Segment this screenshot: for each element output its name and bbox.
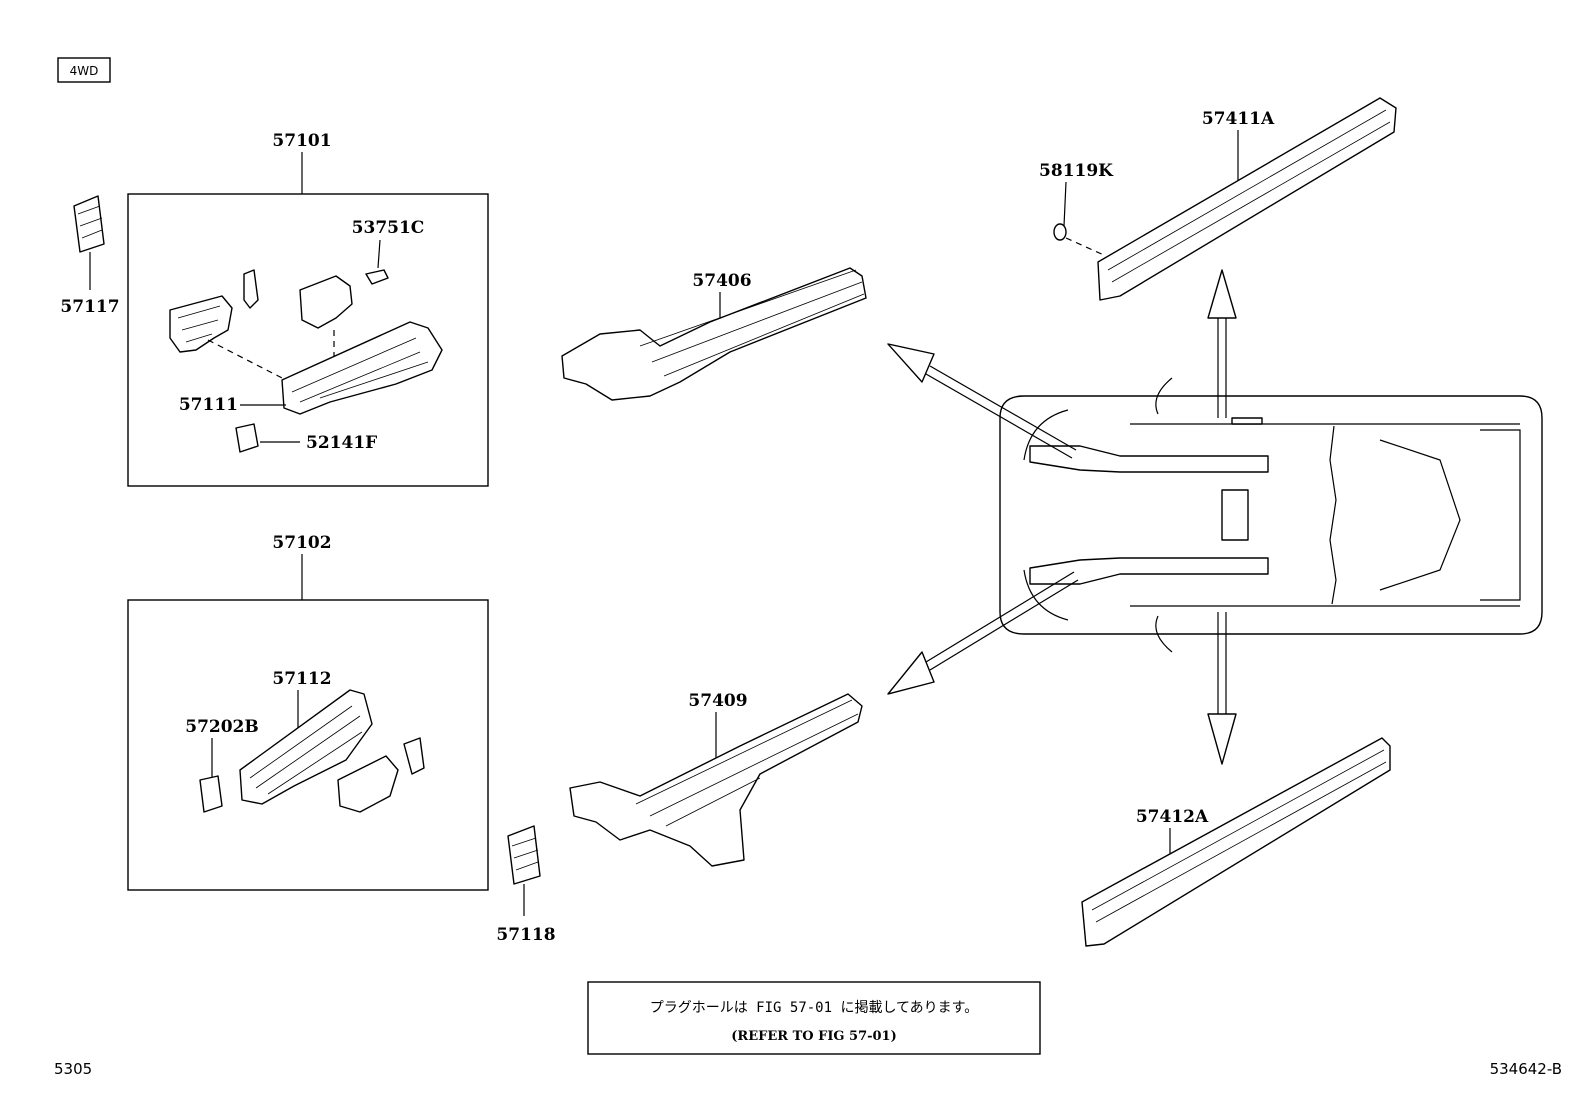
part-upper-bracket[interactable]: [299, 275, 353, 329]
label-52141F[interactable]: 52141F: [306, 433, 377, 453]
group-57412A: 57412A: [1081, 737, 1391, 947]
vehicle-outline: [999, 395, 1543, 635]
label-57406[interactable]: 57406: [692, 271, 751, 291]
vehicle-rail-lower: [1029, 557, 1269, 585]
label-57412A[interactable]: 57412A: [1136, 807, 1209, 827]
label-57101[interactable]: 57101: [272, 131, 331, 151]
note-japanese: プラグホールは FIG 57-01 に掲載してあります。: [650, 1000, 978, 1016]
arrow-lower-left: [887, 651, 935, 695]
reference-note: プラグホールは FIG 57-01 に掲載してあります。 (REFER TO F…: [587, 981, 1041, 1055]
label-57102[interactable]: 57102: [272, 533, 331, 553]
variant-tag-box: [57, 57, 111, 83]
group-57411A: 57411A 58119K: [1039, 97, 1397, 301]
callout-arrows: [887, 269, 1237, 765]
part-57411A[interactable]: [1097, 97, 1397, 301]
part-53751C[interactable]: [365, 269, 389, 285]
label-57202B[interactable]: 57202B: [185, 717, 259, 737]
part-57202B[interactable]: [199, 775, 223, 813]
part-57117[interactable]: [73, 195, 105, 253]
part-57111-member[interactable]: [281, 321, 443, 415]
vehicle-rail-upper: [1029, 445, 1269, 473]
part-52141F[interactable]: [235, 423, 259, 453]
part-small-bracket[interactable]: [243, 269, 259, 309]
group-57117: 57117: [60, 195, 120, 317]
part-57406[interactable]: [561, 267, 867, 401]
label-57117[interactable]: 57117: [60, 297, 119, 317]
group-57406: 57406: [561, 267, 867, 401]
note-box: [587, 981, 1041, 1055]
arrow-down: [1207, 713, 1237, 765]
group-57409: 57409: [569, 691, 863, 867]
part-57112-member[interactable]: [239, 689, 373, 805]
group-57101-box: [127, 193, 489, 487]
part-57412A[interactable]: [1081, 737, 1391, 947]
arrow-up: [1207, 269, 1237, 319]
note-english: (REFER TO FIG 57-01): [731, 1029, 897, 1044]
label-57112[interactable]: 57112: [272, 669, 331, 689]
part-lower-bracket[interactable]: [337, 755, 399, 813]
part-57409[interactable]: [569, 693, 863, 867]
arrow-upper-left: [887, 343, 935, 383]
group-57101: 57101 53751C 57111 52141F: [127, 131, 489, 487]
vehicle-tunnel: [1221, 489, 1249, 541]
label-57409[interactable]: 57409: [688, 691, 747, 711]
part-small-bracket-2[interactable]: [403, 737, 425, 775]
label-57118[interactable]: 57118: [496, 925, 555, 945]
label-53751C[interactable]: 53751C: [352, 218, 425, 238]
group-57118: 57118: [496, 825, 556, 945]
part-58119K[interactable]: [1053, 223, 1067, 241]
label-57111[interactable]: 57111: [179, 395, 238, 415]
vehicle-marker-top: [1231, 417, 1263, 425]
group-57102-box: [127, 599, 489, 891]
page-code: 5305: [54, 1060, 92, 1078]
diagram-id: 534642-B: [1490, 1060, 1562, 1078]
label-57411A[interactable]: 57411A: [1202, 109, 1275, 129]
variant-tag: 4WD: [70, 64, 99, 78]
group-57102: 57102 57112 57202B: [127, 533, 489, 891]
part-bracket-left[interactable]: [169, 295, 233, 353]
label-58119K[interactable]: 58119K: [1039, 161, 1114, 181]
vehicle-floor-plan: [999, 377, 1543, 653]
